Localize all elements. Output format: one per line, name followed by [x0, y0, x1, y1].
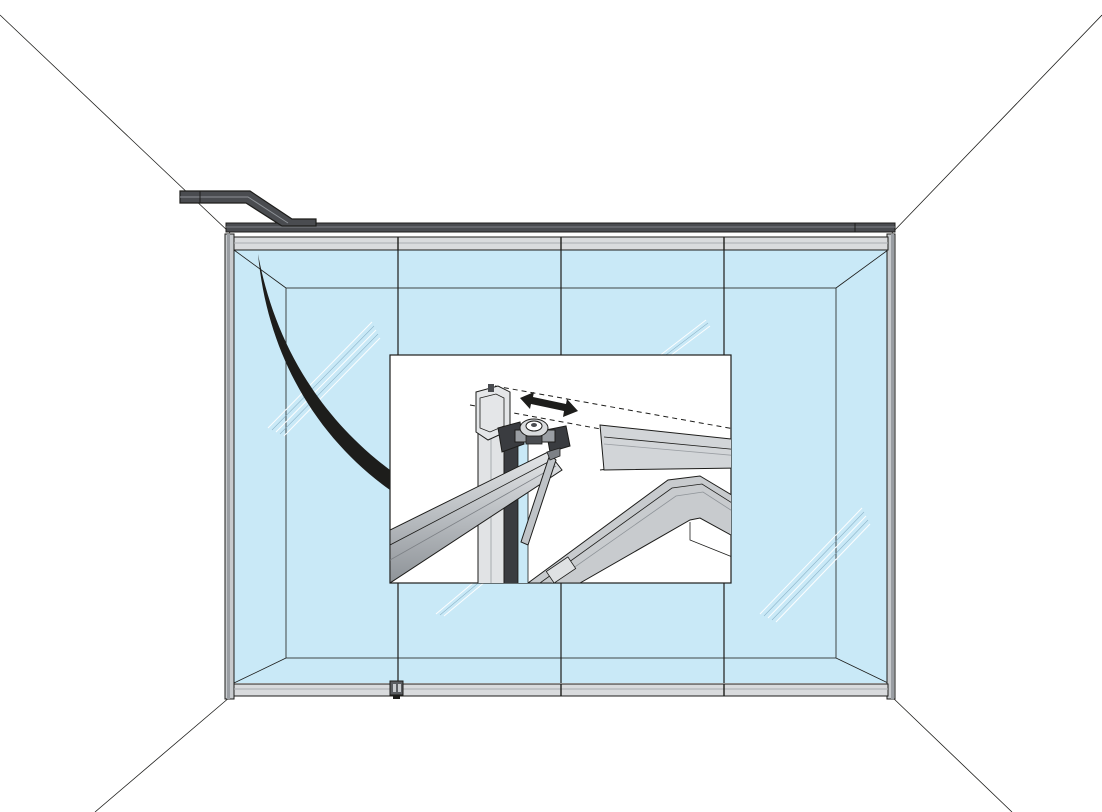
- lower-frame-profile: [527, 475, 731, 583]
- adjustment-arrow-icon: [520, 392, 578, 417]
- detail-callout-leader: [258, 254, 390, 490]
- glass-reflections: [267, 319, 871, 623]
- top-track: [225, 222, 896, 251]
- upper-rail-profile: [599, 424, 731, 471]
- perspective-line-bottom-right: [891, 696, 1013, 812]
- glass-reflection-shadows: [271, 322, 869, 621]
- parking-track-extension: [179, 190, 317, 227]
- diagonal-profile: [390, 451, 563, 583]
- perspective-line-top-right: [891, 14, 1102, 234]
- right-jamb-profile: [886, 233, 896, 700]
- hex-key-icon: [520, 447, 561, 546]
- bottom-track: [233, 680, 889, 699]
- left-jamb-profile: [224, 233, 235, 700]
- roller-carriage-icon: [497, 418, 571, 453]
- perspective-line-bottom-left: [94, 696, 231, 812]
- bottom-lock-icon: [389, 680, 404, 699]
- detail-inset: [389, 354, 732, 584]
